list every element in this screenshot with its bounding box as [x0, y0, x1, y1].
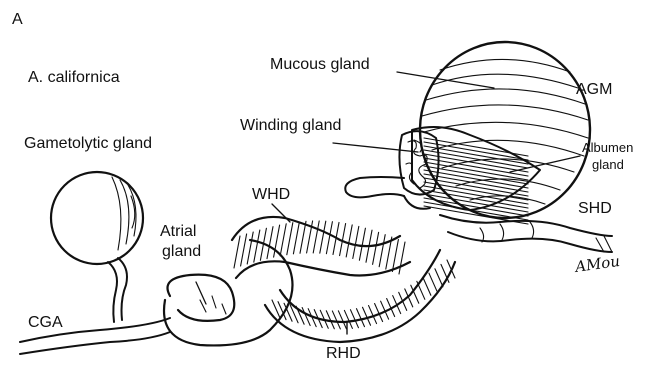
panel-letter: A: [12, 11, 23, 28]
shd-duct-drawing: [440, 215, 612, 252]
hatch-stroke: [346, 225, 352, 257]
hatch-stroke: [287, 223, 293, 255]
hatch-stroke: [424, 154, 528, 172]
hatch-stroke: [350, 310, 358, 328]
whd-duct-drawing: [232, 217, 410, 278]
hatch-stroke: [326, 222, 332, 254]
hatch-stroke: [424, 190, 528, 208]
side-duct-drawing: [345, 177, 430, 209]
hatch-stroke: [267, 227, 273, 259]
winding-gland-drawing: [399, 131, 438, 194]
hatch-stroke: [441, 264, 449, 282]
hatch-stroke: [293, 222, 299, 254]
atrial-gland-label-line2: gland: [162, 243, 201, 260]
hatch-stroke: [399, 292, 407, 310]
hatch-stroke: [320, 221, 326, 253]
hatch-stroke: [424, 142, 528, 160]
hatch-stroke: [280, 224, 286, 256]
hatch-stroke: [379, 235, 385, 267]
hatch-stroke: [359, 228, 365, 260]
albumen-gland-label-line2: gland: [592, 157, 624, 172]
hatch-stroke: [429, 273, 437, 291]
hatch-stroke: [363, 307, 371, 325]
atrial-gland-label-line1: Atrial: [160, 223, 196, 240]
whd-label: WHD: [252, 186, 290, 203]
shd-label: SHD: [578, 200, 612, 217]
hatch-stroke: [247, 232, 253, 264]
gametolytic-gland-label: Gametolytic gland: [24, 135, 152, 152]
albumen-gland-label-line1: Albumen: [582, 140, 633, 155]
hatch-stroke: [424, 146, 528, 164]
gametolytic-gland-drawing: [51, 172, 143, 322]
hatch-stroke: [353, 226, 359, 258]
mucous-gland-label: Mucous gland: [270, 56, 370, 73]
hatch-stroke: [344, 310, 352, 328]
cga-label: CGA: [28, 314, 63, 331]
hatch-stroke: [241, 234, 247, 266]
hatch-stroke: [424, 202, 528, 220]
hatch-stroke: [313, 221, 319, 253]
hatch-stroke: [435, 269, 443, 287]
hatch-stroke: [356, 309, 364, 327]
hatch-stroke: [254, 230, 260, 262]
hatch-stroke: [423, 277, 431, 295]
artist-signature: AMou: [572, 252, 621, 276]
species-name: A. californica: [28, 69, 120, 86]
hatch-stroke: [399, 242, 405, 274]
agm-label: AGM: [576, 81, 612, 98]
hatch-stroke: [424, 174, 528, 192]
hatch-stroke: [373, 232, 379, 264]
hatch-stroke: [417, 281, 425, 299]
hatch-stroke: [424, 182, 528, 200]
hatch-stroke: [234, 236, 240, 268]
hatch-stroke: [300, 221, 306, 253]
winding-gland-label: Winding gland: [240, 117, 341, 134]
rhd-label: RHD: [326, 345, 361, 362]
